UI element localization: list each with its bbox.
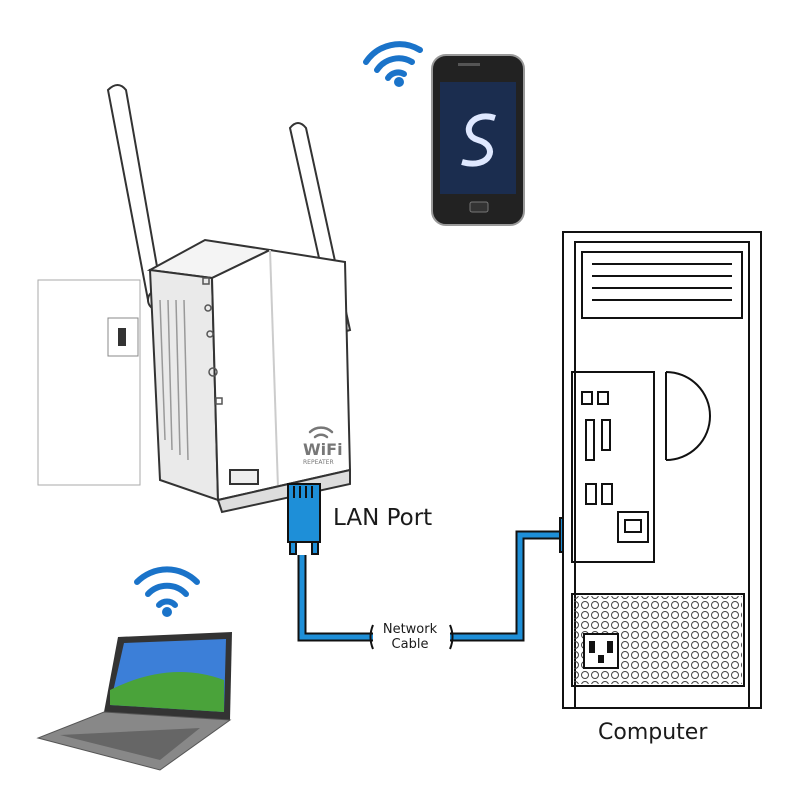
computer-tower — [562, 231, 762, 709]
wall-outlet — [37, 279, 141, 486]
laptop — [36, 632, 232, 771]
lan-port-label: LAN Port — [333, 505, 433, 531]
wifi-signal-icon-phone — [363, 41, 423, 87]
network-cable — [297, 530, 560, 650]
svg-text:WiFi: WiFi — [303, 440, 343, 459]
rj45-connector-repeater — [287, 483, 321, 555]
wifi-repeater: WiFi REPEATER — [146, 238, 352, 514]
smartphone — [431, 54, 525, 226]
computer-label: Computer — [598, 720, 708, 745]
network-cable-label-line2: Cable — [391, 637, 429, 652]
vent-grille — [581, 251, 743, 319]
wifi-signal-icon-laptop — [134, 566, 200, 617]
network-cable-label-line1: Network — [382, 622, 438, 637]
wifi-repeater-logo — [308, 426, 334, 439]
svg-text:REPEATER: REPEATER — [303, 459, 334, 466]
network-cable-label: Network Cable — [377, 622, 443, 652]
